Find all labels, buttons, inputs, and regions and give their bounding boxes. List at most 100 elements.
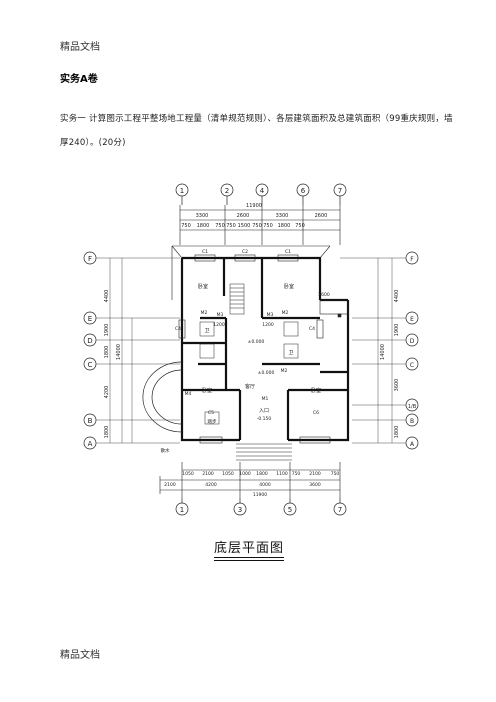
axis-left-F: F	[88, 255, 92, 263]
axis-left-E: E	[88, 315, 92, 323]
dim-top-mid-3: 3300	[276, 213, 289, 219]
ramp-label: 散水	[161, 447, 170, 454]
bath-fixtures	[199, 321, 299, 359]
code-m4: M4	[185, 391, 192, 397]
dim-top-small-6: 750	[252, 223, 262, 229]
dim-right-total: 14000	[380, 344, 386, 360]
axis-right-A: A	[410, 441, 415, 448]
bath-label-1: 卫	[204, 328, 209, 334]
top-dimensions	[179, 205, 341, 245]
code-c5: C5	[208, 410, 214, 416]
dim-top-small-3: 750	[215, 223, 225, 229]
axis-bottom-1: 1	[180, 506, 184, 514]
axis-bottom-7: 7	[338, 506, 342, 514]
dim-bath-2: 1200	[262, 322, 274, 328]
dim-bottom-mid-3: 4000	[259, 482, 271, 488]
axis-right-F: F	[410, 256, 414, 263]
plan-caption: 底层平面图	[214, 537, 285, 561]
code-c6: C6	[313, 410, 319, 416]
steps-label: 踏步	[208, 418, 217, 425]
dim-bottom-small-2: 2100	[202, 471, 214, 477]
dim-left-1: 4400	[104, 290, 110, 303]
dim-bottom-small-4: 1000	[239, 471, 251, 477]
entry-label: 入口	[259, 408, 269, 414]
dim-left-5: 1800	[104, 426, 110, 439]
dim-top-small-1: 750	[181, 223, 191, 229]
code-m3b: M3	[267, 312, 274, 318]
dim-bottom-total: 11900	[253, 492, 267, 498]
axis-left-C: C	[88, 361, 93, 369]
room-nw-label: 卧室	[198, 283, 208, 290]
dim-bottom-small-5: 1800	[256, 471, 268, 477]
dim-bottom-small-9: 750	[331, 471, 340, 477]
dim-bath-1: 1200	[213, 322, 225, 328]
dim-bottom-mid-1: 2100	[164, 482, 176, 488]
axis-right-E: E	[410, 316, 414, 323]
bottom-axis-markers	[175, 498, 347, 516]
code-c2: C2	[242, 249, 248, 255]
axis-top-2: 2	[225, 187, 229, 195]
dim-right-3: 3600	[394, 379, 400, 392]
axis-left-D: D	[87, 337, 92, 345]
axis-top-4: 4	[260, 187, 265, 195]
exam-title: 实务A卷	[60, 74, 98, 85]
dim-bottom-small-6: 1100	[276, 471, 288, 477]
dim-top-small-9: 750	[295, 223, 305, 229]
right-axis-lines	[340, 257, 406, 444]
dim-top-mid-1: 3300	[196, 213, 209, 219]
bay-window	[142, 361, 183, 433]
code-c1a: C1	[202, 249, 208, 255]
roof-eave-lines	[171, 245, 331, 300]
dim-left-4: 4200	[104, 386, 110, 399]
hall-label: 客厅	[245, 383, 255, 390]
dim-left-total: 14000	[116, 344, 122, 360]
dim-bottom-mid-2: 4200	[205, 482, 217, 488]
dim-bottom-small-3: 1050	[222, 471, 234, 477]
dim-bottom-mid-4: 3600	[309, 482, 321, 488]
dim-right-4: 1800	[394, 426, 400, 439]
axis-left-A: A	[88, 440, 93, 448]
axis-right-D: D	[410, 338, 415, 345]
axis-top-7: 7	[338, 187, 342, 195]
axis-top-1: 1	[180, 187, 184, 195]
windows	[178, 254, 331, 444]
dim-top-small-4: 750	[226, 223, 236, 229]
dim-top-small-2: 1800	[197, 223, 210, 229]
dim-top-mid-2: 2600	[237, 213, 250, 219]
axis-right-B: B	[410, 418, 414, 425]
dim-top-total: 11900	[246, 203, 262, 209]
elev-a: ±0.000	[248, 339, 265, 345]
axis-bottom-3: 3	[238, 506, 242, 514]
top-axis-markers	[175, 183, 347, 205]
axis-top-6: 6	[301, 187, 306, 195]
elev-c: ±0.000	[258, 370, 275, 376]
room-sw-label: 卧室	[202, 387, 212, 394]
dim-bottom-small-7: 750	[292, 471, 301, 477]
dim-top-small-7: 750	[263, 223, 273, 229]
dim-bottom-small-1: 1050	[182, 471, 194, 477]
room-se-label: 卧室	[311, 387, 321, 394]
axis-bottom-5: 5	[288, 506, 292, 514]
code-c4a: C4	[175, 326, 181, 332]
dim-left-2: 1900	[104, 324, 110, 337]
bottom-dimensions	[159, 462, 341, 498]
dim-right-1: 4400	[394, 290, 400, 303]
code-m1: M1	[262, 396, 269, 402]
dim-top-small-8: 1800	[278, 223, 291, 229]
dim-canopy: 2600	[318, 292, 330, 298]
right-projection	[319, 299, 349, 318]
code-m2c: M2	[281, 368, 288, 374]
bath-label-2: 卫	[288, 350, 293, 356]
exterior-walls	[180, 256, 350, 442]
dim-right-2: 1900	[394, 324, 400, 337]
code-c4b: C4	[309, 326, 315, 332]
stair	[229, 283, 245, 315]
task-text: 实务一 计算图示工程平整场地工程量（清单规范规则）、各层建筑面积及总建筑面积（9…	[60, 114, 453, 148]
axis-right-1B: 1/B	[408, 404, 417, 410]
dim-top-small-5: 1500	[238, 223, 251, 229]
room-ne-label: 卧室	[284, 283, 294, 290]
elev-b: -0.150	[257, 416, 272, 422]
axis-right-C: C	[410, 362, 414, 369]
entrance-steps	[204, 411, 292, 461]
